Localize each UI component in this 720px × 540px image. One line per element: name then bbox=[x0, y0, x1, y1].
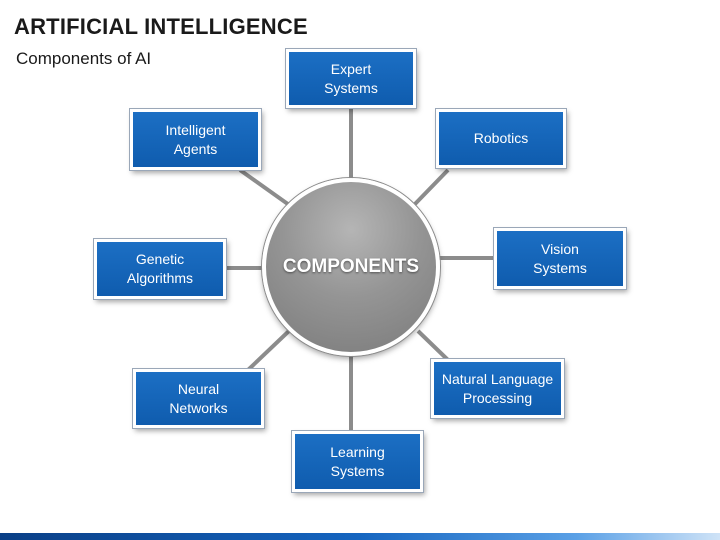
component-expert-systems: Expert Systems bbox=[286, 49, 416, 108]
component-natural-language-processing: Natural Language Processing bbox=[431, 359, 564, 418]
connector-intelligent-agents bbox=[238, 168, 294, 209]
hub-label: COMPONENTS bbox=[282, 256, 420, 277]
connector-natural-language bbox=[416, 329, 450, 362]
slide-title: ARTIFICIAL INTELLIGENCE bbox=[14, 14, 308, 39]
component-neural-networks: Neural Networks bbox=[133, 369, 264, 428]
connector-robotics bbox=[413, 168, 450, 206]
component-intelligent-agents: Intelligent Agents bbox=[130, 109, 261, 170]
component-learning-systems: Learning Systems bbox=[292, 431, 423, 492]
components-hub: COMPONENTS bbox=[262, 178, 440, 356]
slide-subtitle: Components of AI bbox=[16, 49, 152, 68]
component-robotics: Robotics bbox=[436, 109, 566, 168]
component-genetic-algorithms: Genetic Algorithms bbox=[94, 239, 226, 299]
footer-accent-bar bbox=[0, 533, 720, 540]
connector-neural-networks bbox=[246, 328, 292, 372]
component-vision-systems: Vision Systems bbox=[494, 228, 626, 289]
